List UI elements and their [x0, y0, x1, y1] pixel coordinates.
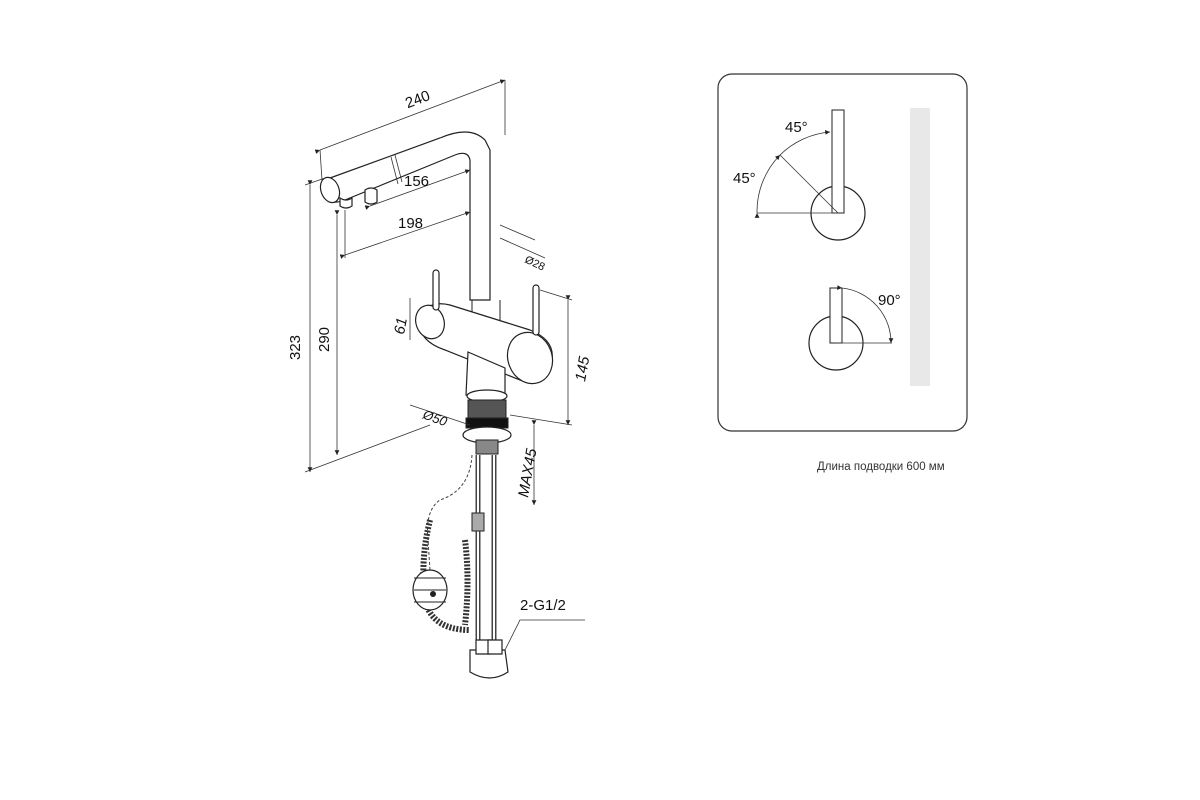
- label-290: 290: [316, 327, 333, 352]
- angle-top-upper: 45°: [785, 119, 808, 136]
- dim-thread-leader: [504, 619, 585, 651]
- label-50: Ø50: [420, 406, 450, 429]
- label-61: 61: [391, 316, 411, 335]
- angle-bottom: 90°: [878, 292, 901, 309]
- label-max45: MAX45: [515, 447, 540, 499]
- label-323: 323: [287, 335, 304, 360]
- dim-145: [509, 289, 573, 426]
- dim-28: [499, 224, 546, 259]
- dim-323: [304, 177, 431, 473]
- label-198: 198: [398, 215, 423, 232]
- dim-198: [339, 210, 471, 259]
- label-240: 240: [403, 87, 432, 112]
- bottom-handle-diagram: [808, 285, 894, 371]
- top-handle-diagram: [754, 109, 866, 241]
- handle-rotation-panel: 45° 45° 90°: [717, 73, 968, 432]
- angle-top-left: 45°: [733, 170, 756, 187]
- label-156: 156: [404, 173, 429, 190]
- dim-50: [409, 404, 471, 426]
- label-thread: 2-G1/2: [520, 597, 566, 614]
- faucet-drawing: 240 156 198 Ø28 323 290 61 145 Ø50 MAX45…: [287, 79, 593, 679]
- label-145: 145: [572, 354, 593, 382]
- pullout-hose: [412, 454, 473, 633]
- dim-240: [314, 79, 506, 181]
- mixer-body: [415, 269, 554, 403]
- supply-hose-length-caption: Длина подводки 600 мм: [817, 461, 945, 473]
- dim-156: [364, 169, 471, 210]
- supply-hoses: [469, 455, 509, 679]
- mounting-nut: [462, 399, 512, 455]
